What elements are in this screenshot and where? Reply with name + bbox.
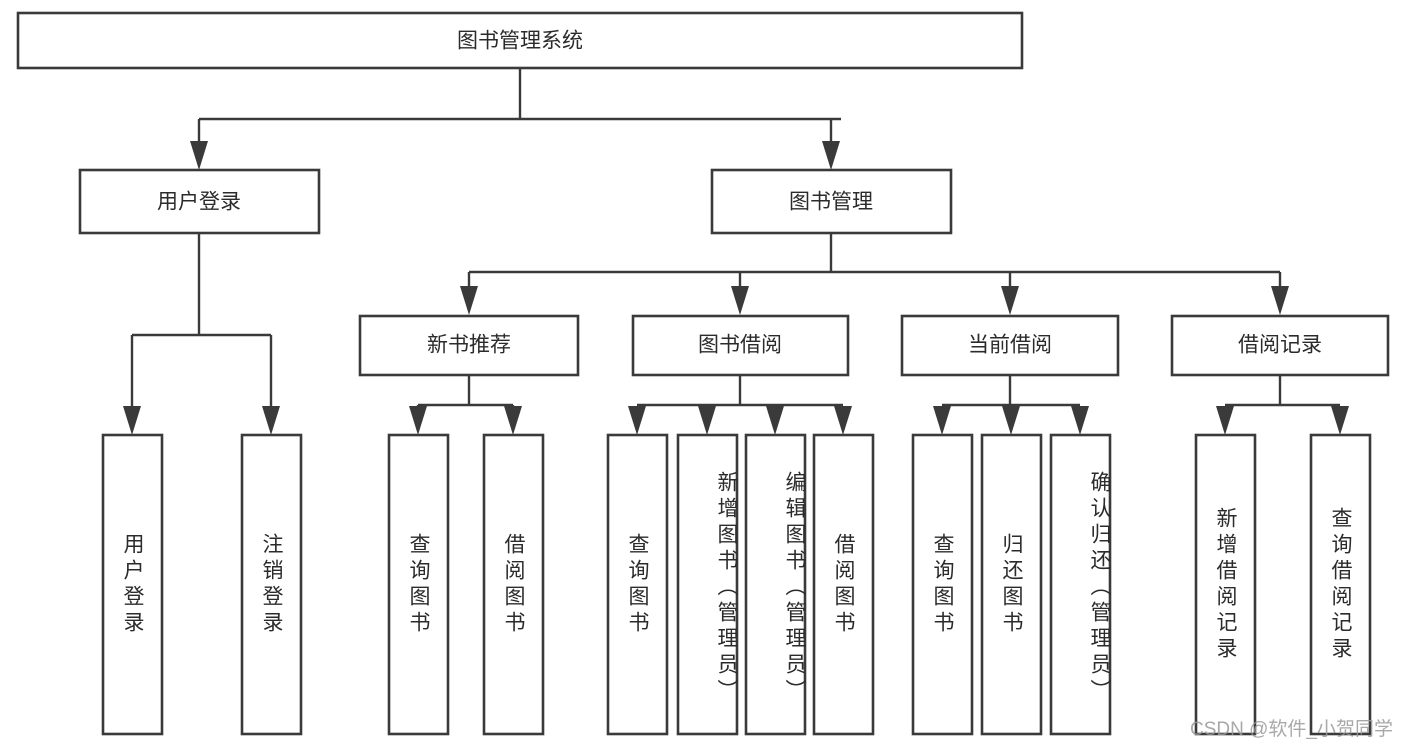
node-box-leaf-bb-query-book[interactable]: [606, 433, 669, 736]
arrow-head-cb-confirm-return: [1071, 406, 1089, 435]
node-box-leaf-cb-return-book[interactable]: [980, 433, 1043, 736]
node-box-user-login[interactable]: [78, 168, 321, 235]
node-box-leaf-bb-borrow-book[interactable]: [812, 433, 875, 736]
node-box-leaf-nb-borrow-book[interactable]: [482, 433, 545, 736]
arrow-head-nb-borrow-book: [504, 406, 522, 435]
arrow-head-leaf-user-login: [123, 406, 141, 435]
label-book-management: 图书管理: [789, 191, 873, 214]
label-current-borrow: 当前借阅: [968, 334, 1052, 357]
arrow-head-borrow-records: [1271, 286, 1289, 315]
label-leaf-bb-add-book: 新增图书（管理员）: [715, 470, 738, 705]
node-box-new-book-recommend[interactable]: [358, 314, 580, 377]
connector-group-book-mgmt: [460, 233, 1289, 315]
label-leaf-nb-query-book: 查询图书: [407, 532, 430, 637]
arrow-head-bb-add-book: [698, 406, 716, 435]
arrow-head-br-query-record: [1331, 406, 1349, 435]
arrow-head-current-borrow: [1001, 286, 1019, 315]
label-leaf-cb-confirm-return: 确认归还（管理员）: [1088, 470, 1111, 705]
label-leaf-br-query-record: 查询借阅记录: [1329, 506, 1352, 663]
connector-group-borrow-records: [1216, 375, 1349, 435]
node-box-leaf-logout[interactable]: [240, 433, 303, 736]
arrow-head-bb-edit-book: [766, 406, 784, 435]
node-box-current-borrow[interactable]: [900, 314, 1120, 377]
label-leaf-user-login: 用户登录: [121, 532, 144, 637]
label-leaf-cb-return-book: 归还图书: [1000, 532, 1023, 637]
connector-group-new-book: [409, 375, 522, 435]
label-user-login: 用户登录: [157, 191, 241, 214]
connector-group-current-borrow: [933, 375, 1089, 435]
label-leaf-bb-borrow-book: 借阅图书: [832, 532, 855, 637]
label-new-book-recommend: 新书推荐: [427, 334, 511, 357]
arrow-head-new-book: [460, 286, 478, 315]
arrow-head-cb-query-book: [933, 406, 951, 435]
node-box-leaf-cb-query-book[interactable]: [911, 433, 974, 736]
node-box-book-borrow[interactable]: [631, 314, 850, 377]
label-leaf-bb-query-book: 查询图书: [626, 532, 649, 637]
node-box-leaf-nb-query-book[interactable]: [387, 433, 450, 736]
arrow-head-cb-return-book: [1002, 406, 1020, 435]
label-borrow-records: 借阅记录: [1238, 334, 1322, 357]
arrow-head-book-borrow: [731, 286, 749, 315]
node-box-leaf-cb-confirm-return[interactable]: [1049, 433, 1112, 736]
arrow-head-book-mgmt: [822, 141, 840, 170]
node-box-leaf-bb-add-book[interactable]: [676, 433, 739, 736]
arrow-head-user-login: [190, 141, 208, 170]
node-box-borrow-records[interactable]: [1170, 314, 1390, 377]
label-book-borrow: 图书借阅: [698, 334, 782, 357]
node-box-book-management[interactable]: [710, 168, 953, 235]
label-leaf-logout: 注销登录: [260, 532, 283, 637]
arrow-head-bb-query-book: [628, 406, 646, 435]
node-box-leaf-br-add-record[interactable]: [1194, 433, 1257, 736]
csdn-watermark: CSDN @软件_小贺同学: [1190, 719, 1393, 740]
node-box-root[interactable]: [16, 11, 1024, 70]
node-box-leaf-br-query-record[interactable]: [1309, 433, 1372, 736]
arrow-head-nb-query-book: [409, 406, 427, 435]
arrow-head-br-add-record: [1216, 406, 1234, 435]
node-box-leaf-user-login[interactable]: [101, 433, 164, 736]
node-box-leaf-bb-edit-book[interactable]: [744, 433, 807, 736]
label-leaf-cb-query-book: 查询图书: [931, 532, 954, 637]
connector-group-root: [190, 68, 841, 170]
label-leaf-bb-edit-book: 编辑图书（管理员）: [783, 470, 806, 705]
connector-group-book-borrow: [628, 375, 852, 435]
label-root: 图书管理系统: [457, 30, 583, 53]
label-leaf-br-add-record: 新增借阅记录: [1214, 506, 1237, 663]
label-leaf-nb-borrow-book: 借阅图书: [502, 532, 525, 637]
connector-group-user-login: [123, 233, 280, 435]
arrow-head-bb-borrow-book: [834, 406, 852, 435]
arrow-head-leaf-logout: [262, 406, 280, 435]
